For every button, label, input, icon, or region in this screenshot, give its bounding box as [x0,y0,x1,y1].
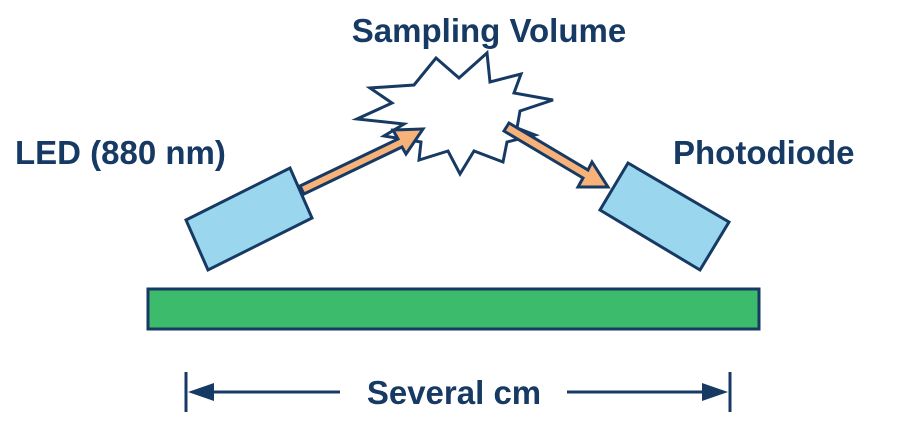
sampling-volume-starburst [351,49,554,178]
emitted-light-arrow [297,127,426,196]
photodiode-label: Photodiode [673,134,854,171]
reflected-light-arrow [501,120,611,189]
led-label: LED (880 nm) [15,134,226,171]
led-component [184,165,314,273]
circuit-board [146,287,761,331]
sampling-volume-label: Sampling Volume [352,12,626,49]
dimension-left-arrowhead [188,383,214,401]
photodiode-component [597,160,732,273]
dimension-label: Several cm [367,374,541,411]
dimension-right-arrowhead [702,383,728,401]
dimension-indicator: Several cm [184,372,732,412]
